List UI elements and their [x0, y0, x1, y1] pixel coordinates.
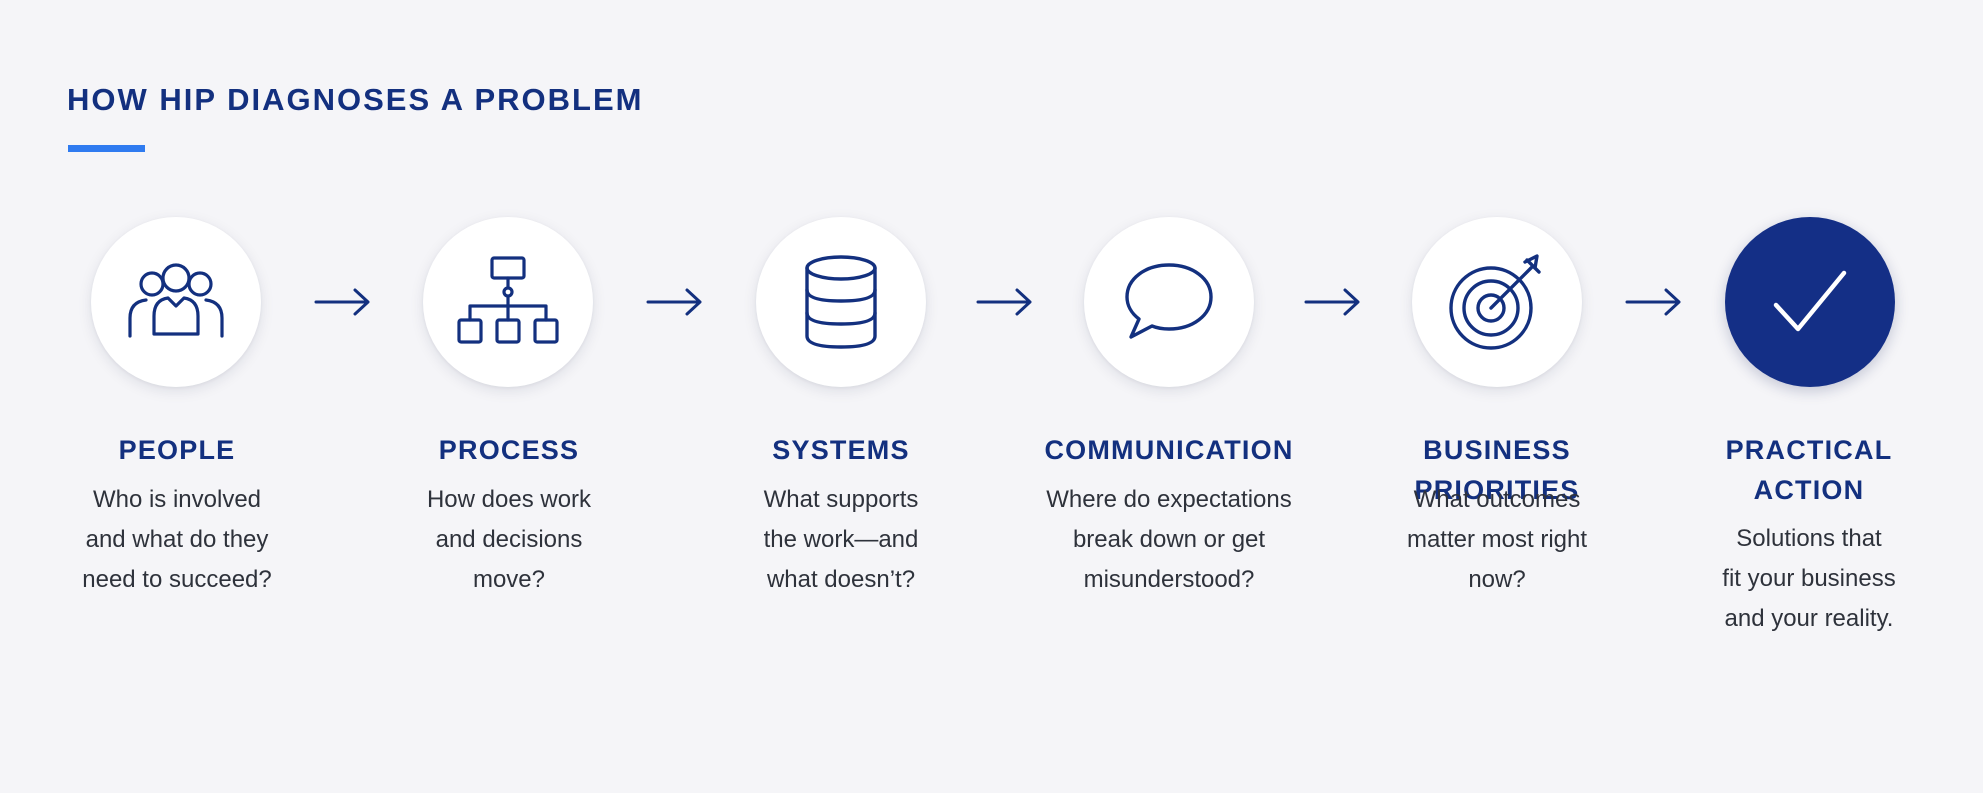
arrow-right-icon — [314, 288, 370, 316]
people-icon — [128, 263, 224, 338]
desc-line: How does work — [426, 486, 592, 513]
step-circle-people — [91, 217, 261, 387]
arrow-right-icon — [1625, 288, 1681, 316]
step-title-people: PEOPLE — [118, 435, 236, 465]
step-title-communication: COMMUNICATION — [1044, 435, 1294, 465]
step-title-process: PROCESS — [438, 435, 580, 465]
speech-bubble-icon — [1125, 263, 1213, 339]
step-circle-business-priorities — [1412, 217, 1582, 387]
desc-line: move? — [472, 566, 546, 593]
arrow-right-icon — [1304, 288, 1360, 316]
desc-line: now? — [1468, 566, 1526, 593]
step-circle-practical-action — [1725, 217, 1895, 387]
title-line: ACTION — [1753, 475, 1865, 505]
desc-line: what doesn’t? — [766, 566, 916, 593]
arrow-right-icon — [646, 288, 702, 316]
step-business-priorities: BUSINESS PRIORITIES What outcomes matter… — [1352, 0, 1642, 793]
desc-line: and what do they — [85, 526, 269, 553]
desc-line: What supports — [763, 486, 919, 513]
page-title: HOW HIP DIAGNOSES A PROBLEM — [67, 82, 644, 117]
step-systems: SYSTEMS What supports the work—and what … — [696, 0, 986, 793]
desc-line: and decisions — [435, 526, 583, 553]
step-title-systems: SYSTEMS — [772, 435, 910, 465]
step-desc-people: Who is involved and what do they need to… — [32, 480, 322, 600]
desc-line: the work—and — [763, 526, 919, 553]
step-title-business-priorities: BUSINESS PRIORITIES — [1414, 435, 1580, 505]
title-underline — [68, 145, 145, 152]
step-desc-systems: What supports the work—and what doesn’t? — [696, 480, 986, 600]
target-icon — [1449, 254, 1541, 350]
step-process: PROCESS How does work and decisions move… — [364, 0, 654, 793]
desc-line: Where do expectations — [1046, 486, 1292, 513]
desc-line: and your reality. — [1724, 605, 1894, 632]
step-people: PEOPLE Who is involved and what do they … — [32, 0, 322, 793]
step-circle-process — [423, 217, 593, 387]
desc-line: Solutions that — [1736, 525, 1882, 552]
step-circle-communication — [1084, 217, 1254, 387]
desc-line: Who is involved — [92, 486, 262, 513]
step-communication: COMMUNICATION Where do expectations brea… — [1024, 0, 1314, 793]
step-desc-business-priorities: What outcomes matter most right now? — [1352, 480, 1642, 600]
title-line: PRACTICAL — [1725, 435, 1893, 465]
desc-line: need to succeed? — [82, 566, 272, 593]
database-icon — [805, 255, 877, 349]
desc-line: break down or get — [1072, 526, 1266, 553]
step-practical-action: PRACTICAL ACTION Solutions that fit your… — [1664, 0, 1954, 793]
step-desc-communication: Where do expectations break down or get … — [1024, 480, 1314, 600]
checkmark-icon — [1773, 270, 1847, 332]
step-circle-systems — [756, 217, 926, 387]
org-chart-icon — [457, 256, 559, 344]
desc-line: misunderstood? — [1083, 566, 1255, 593]
step-title-practical-action: PRACTICAL ACTION — [1664, 430, 1954, 510]
desc-line: matter most right — [1406, 526, 1588, 553]
step-desc-practical-action: Solutions that fit your business and you… — [1664, 519, 1954, 639]
desc-line: What outcomes — [1413, 486, 1581, 513]
desc-line: fit your business — [1722, 565, 1896, 592]
arrow-right-icon — [976, 288, 1032, 316]
step-desc-process: How does work and decisions move? — [364, 480, 654, 600]
